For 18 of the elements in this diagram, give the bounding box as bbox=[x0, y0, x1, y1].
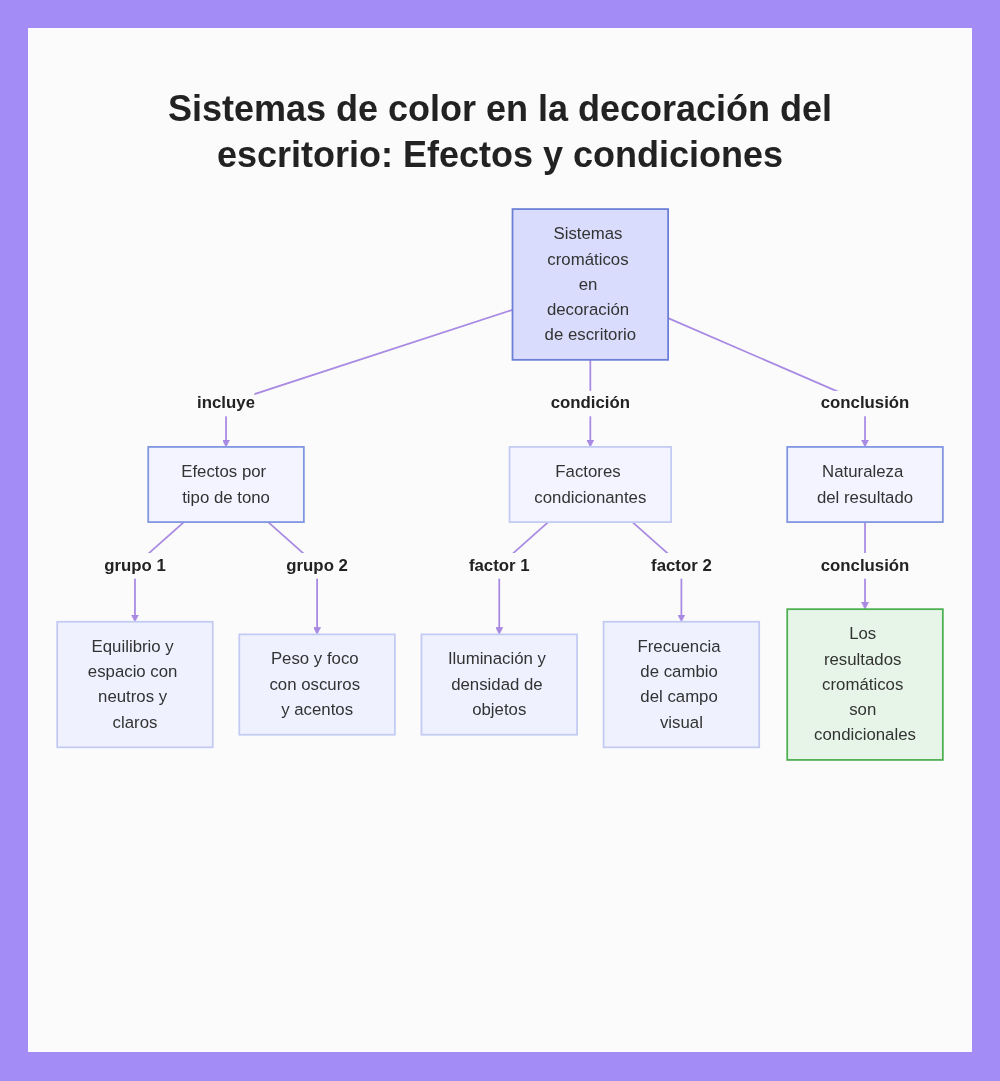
node-box: Los resultados cromáticos son condicionales bbox=[786, 608, 944, 761]
edge-label: grupo 2 bbox=[286, 555, 348, 575]
node-box: Iluminación y densidad de objetos bbox=[420, 633, 578, 736]
title: Sistemas de color en la decoración del escritorio: Efectos y condiciones bbox=[166, 87, 834, 177]
edge-label: factor 2 bbox=[651, 555, 712, 575]
node-box: Factores condicionantes bbox=[508, 446, 672, 523]
node-box: Sistemas cromáticos en decoración de escritorio bbox=[511, 208, 670, 361]
node-box: Peso y foco con oscuros y acentos bbox=[238, 633, 396, 736]
node-box: Efectos por tipo de tono bbox=[147, 446, 305, 523]
edge-label: incluye bbox=[197, 393, 255, 412]
node-box: Naturaleza del resultado bbox=[786, 446, 944, 523]
edge-label: conclusión bbox=[820, 393, 910, 412]
edge-label: conclusión bbox=[820, 555, 910, 575]
node-box: Equilibrio y espacio con neutros y claros bbox=[56, 620, 214, 749]
edge-label: condición bbox=[550, 393, 630, 412]
edge-label: factor 1 bbox=[468, 555, 530, 575]
node-box: Frecuencia de cambio del campo visual bbox=[602, 620, 761, 749]
edge-label: grupo 1 bbox=[104, 555, 166, 575]
